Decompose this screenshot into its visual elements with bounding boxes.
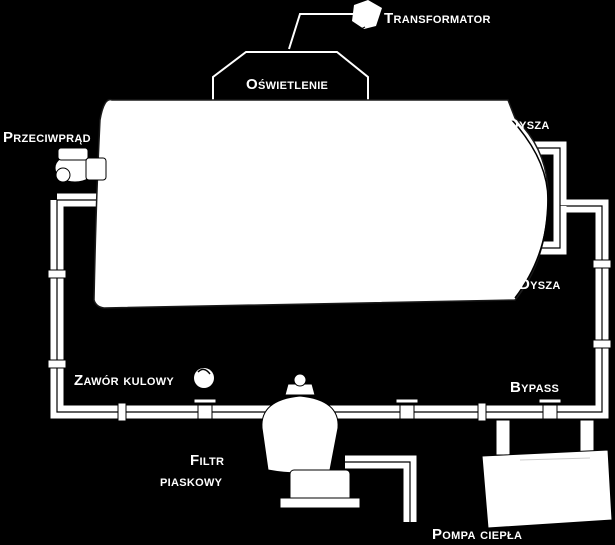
pipe-loop (47, 141, 612, 422)
label-bypass: Bypass (510, 379, 560, 396)
label-zawor-kulowy: Zawór kulowy (74, 372, 175, 389)
transformer-icon (352, 0, 382, 32)
label-dysza-bottom: Dysza (519, 276, 561, 293)
lighting-label-box (240, 72, 340, 98)
counterflow-unit-icon (54, 147, 107, 183)
sand-filter-icon (261, 373, 361, 509)
pool-rim (511, 119, 549, 299)
label-filtr-line1: Filtr (190, 452, 225, 469)
label-filtr-line2: piaskowy (160, 473, 223, 490)
pool-body (93, 98, 549, 309)
label-dysza-top: Dysza (508, 116, 550, 133)
valves (193, 398, 562, 420)
ball-valve-2 (395, 398, 419, 420)
heat-pump-icon (481, 419, 613, 529)
ball-valve-1 (193, 398, 217, 420)
bypass-valve (538, 398, 562, 420)
label-oswietlenie: Oświetlenie (246, 76, 329, 93)
label-przeciwprad: Przeciwprąd (3, 129, 91, 146)
filter-outlet-pipe (345, 455, 417, 522)
ball-valve-icon (194, 368, 214, 388)
label-transformator: Transformator (384, 10, 491, 27)
transformer-cable (288, 13, 353, 50)
label-skimmer: Skimmer (76, 214, 93, 271)
lighting-wiring (212, 51, 369, 100)
label-pompa-ciepla: Pompa ciepła (432, 526, 523, 543)
